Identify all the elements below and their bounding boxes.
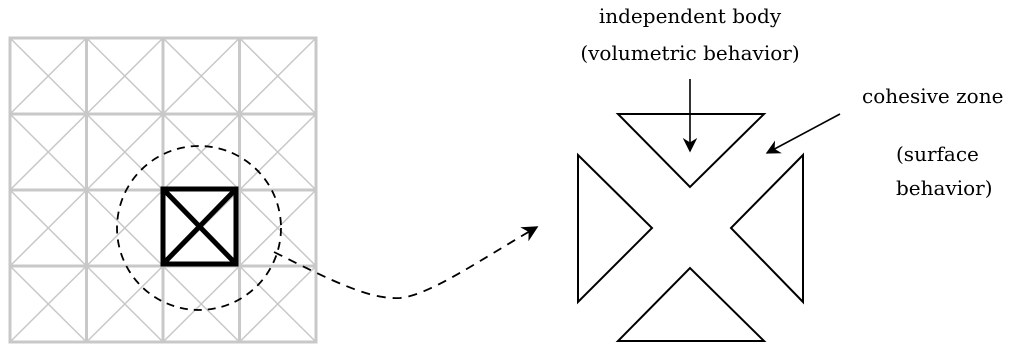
highlighted-element (160, 186, 239, 267)
triangle-top (615, 113, 767, 189)
zoom-arrow (273, 226, 539, 299)
surface-behavior-label: behavior) (896, 176, 993, 200)
mesh-cell (8, 36, 88, 116)
mesh-cell (8, 112, 88, 192)
triangle-left (577, 152, 654, 305)
mesh-cell (238, 264, 318, 344)
mesh-cell (85, 36, 165, 116)
mesh-cell (8, 188, 88, 268)
cohesive-zone-label: cohesive zone (862, 84, 1003, 108)
independent-body-label: independent body (599, 4, 782, 28)
mesh-cell (8, 264, 88, 344)
zone-pointer-arrow (765, 113, 841, 154)
surface-label: (surface (896, 142, 979, 166)
mesh-cell (85, 188, 165, 268)
mesh-cell (238, 112, 318, 192)
mesh-cell (238, 36, 318, 116)
mesh-cell (85, 264, 165, 344)
independent-bodies (577, 113, 804, 342)
triangle-bottom (615, 266, 767, 342)
mesh-cell (85, 112, 165, 192)
mesh-cell (161, 36, 241, 116)
zoom-circle (116, 145, 282, 311)
volumetric-behavior-label: (volumetric behavior) (580, 41, 799, 65)
mesh-cell (161, 112, 241, 192)
triangle-right (729, 152, 804, 305)
mesh-grid (8, 36, 318, 344)
